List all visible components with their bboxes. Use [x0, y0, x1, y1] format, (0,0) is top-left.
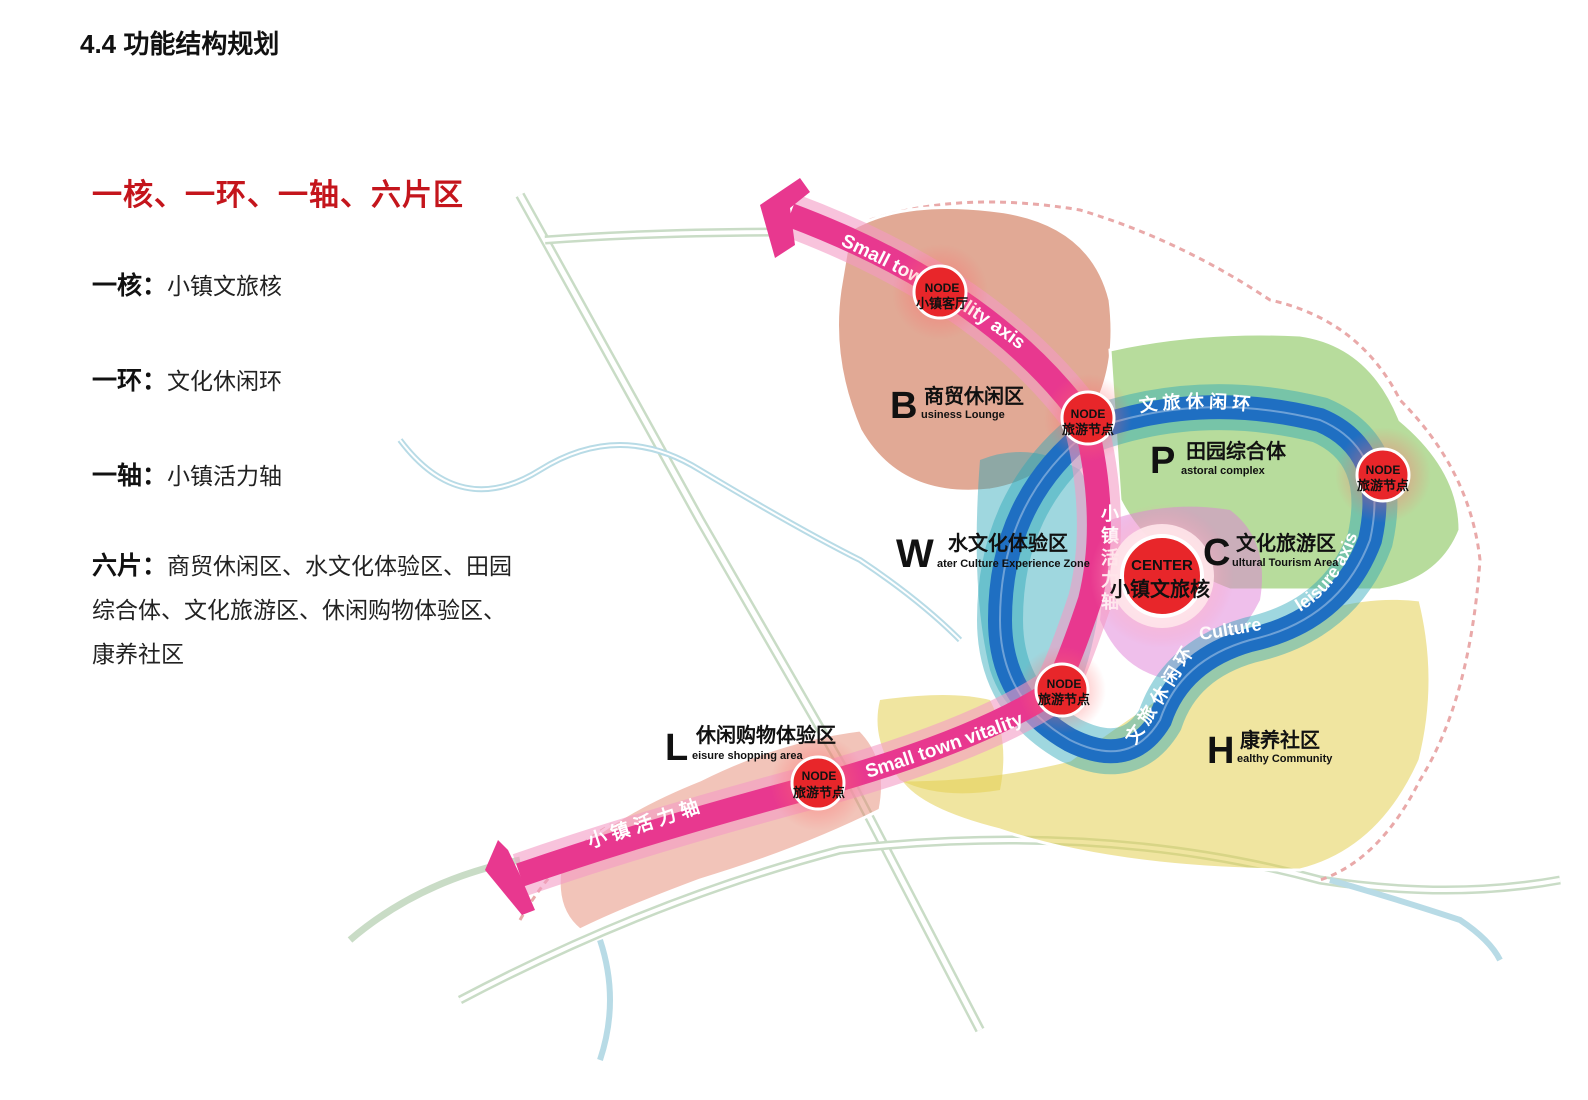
node-label: 旅游节点: [1357, 478, 1409, 493]
zone-name-en: ater Culture Experience Zone: [937, 558, 1090, 570]
leisure-ring: [976, 384, 1398, 775]
legend-panel: 一核、一环、一轴、六片区 一核：小镇文旅核 一环：文化休闲环 一轴：小镇活力轴 …: [92, 170, 522, 676]
zone-labels: B 商贸休闲区 usiness Lounge P 田园综合体 astoral c…: [665, 384, 1339, 772]
zone-name-en: eisure shopping area: [692, 750, 804, 762]
axis-vertical-char: 轴: [1101, 591, 1119, 612]
zone-name-en: usiness Lounge: [921, 409, 1005, 421]
item-term: 六片: [92, 552, 143, 580]
zone-p-label: P 田园综合体 astoral complex: [1150, 439, 1287, 482]
zone-letter: H: [1207, 730, 1234, 772]
ring-label-cn-top: 文 旅 休 闲 环: [1138, 390, 1251, 415]
zone-name: 康养社区: [1240, 728, 1320, 752]
zone-name: 商贸休闲区: [924, 384, 1024, 408]
page-title: 4.4 功能结构规划: [80, 29, 280, 59]
zone-h-label: H 康养社区 ealthy Community: [1207, 728, 1333, 772]
axis-arrow-south-icon: [485, 840, 535, 915]
zone-name: 休闲购物体验区: [695, 723, 836, 747]
center-title: CENTER: [1131, 557, 1193, 574]
node-town-lounge: NODE 小镇客厅: [892, 244, 988, 340]
ring-label-culture: Culture: [1198, 614, 1263, 644]
center-marker: [1120, 534, 1204, 618]
axis-label-en-upper: Small town vitality axis: [838, 231, 1029, 354]
node-label: 旅游节点: [1062, 422, 1114, 437]
zone-name: 水文化体验区: [948, 531, 1068, 555]
axis-label-cn-lower: 小 镇 活 力 轴: [585, 795, 702, 853]
node-title: NODE: [1071, 407, 1106, 421]
structure-headline: 一核、一环、一轴、六片区: [92, 179, 464, 212]
item-ring: 一环：文化休闲环: [92, 367, 283, 395]
node-tourism-south: NODE 旅游节点: [1018, 646, 1106, 734]
node-title: NODE: [1047, 677, 1082, 691]
zone-p-area: [1108, 332, 1462, 592]
item-desc: 小镇活力轴: [167, 463, 283, 489]
zone-h-area: [897, 596, 1432, 872]
vitality-axis: [485, 178, 1121, 915]
axis-vertical-char: 镇: [1101, 525, 1119, 546]
item-term: 一环: [92, 367, 143, 395]
zone-b-area: [836, 206, 1114, 493]
zone-name-en: ealthy Community: [1237, 753, 1333, 765]
zone-letter: C: [1203, 532, 1230, 574]
axis-arrow-north-icon: [760, 178, 810, 258]
node-tourism-west: NODE 旅游节点: [770, 735, 866, 831]
zone-l-area: [557, 728, 884, 932]
node-title: NODE: [925, 281, 960, 295]
zone-letter: W: [896, 532, 934, 576]
zone-areas: [557, 206, 1462, 932]
axis-vertical-char: 力: [1101, 570, 1119, 590]
node-label: 旅游节点: [793, 785, 845, 800]
ring-label-cn-bottom: 文 旅 休 闲 环: [1121, 644, 1197, 747]
map-background: [347, 192, 1561, 1061]
zone-name: 田园综合体: [1186, 439, 1287, 463]
zone-name: 文化旅游区: [1236, 531, 1336, 555]
center-label: 小镇文旅核: [1110, 577, 1210, 601]
node-label: 旅游节点: [1038, 692, 1090, 707]
axis-label-en-lower: Small town vitality: [863, 709, 1026, 783]
item-desc: 小镇文旅核: [167, 273, 283, 299]
ring-band: [987, 395, 1387, 764]
node-label: 小镇客厅: [916, 296, 968, 311]
zone-w-area: [976, 452, 1103, 722]
axis-label-cn-vertical: 小镇活力轴: [1101, 504, 1119, 612]
zone-name-en: ultural Tourism Area: [1232, 557, 1339, 569]
node-tourism-north: NODE 旅游节点: [1044, 374, 1132, 462]
zone-l-label: L 休闲购物体验区 eisure shopping area: [665, 723, 836, 769]
path-labels: Small town vitality axis Small town vita…: [585, 231, 1361, 853]
zone-c-label: C 文化旅游区 ultural Tourism Area: [1203, 531, 1339, 574]
ring-label-leisure: leisure axis: [1291, 530, 1361, 616]
node-tourism-east: NODE 旅游节点: [1335, 427, 1431, 523]
zone-letter: P: [1150, 440, 1175, 482]
axis-vertical-char: 小: [1101, 504, 1119, 524]
item-core: 一核：小镇文旅核: [92, 272, 283, 300]
zone-b-label: B 商贸休闲区 usiness Lounge: [890, 384, 1024, 427]
zone-h-area-west: [877, 695, 1004, 794]
item-desc: 文化休闲环: [167, 368, 283, 394]
zone-name-en: astoral complex: [1181, 465, 1266, 477]
zone-letter: B: [890, 385, 917, 427]
zone-w-label: W 水文化体验区 ater Culture Experience Zone: [896, 531, 1090, 576]
zone-c-area: [1100, 506, 1262, 680]
item-axis: 一轴：小镇活力轴: [92, 462, 283, 490]
item-zones: 六片：商贸休闲区、水文化体验区、田园综合体、文化旅游区、休闲购物体验区、康养社区: [92, 552, 513, 667]
item-term: 一核: [92, 272, 143, 300]
node-title: NODE: [1366, 463, 1401, 477]
item-term: 一轴: [92, 462, 143, 490]
node-title: NODE: [802, 769, 837, 783]
axis-band: [516, 203, 1111, 887]
axis-vertical-char: 活: [1101, 547, 1119, 568]
center-core: CENTER 小镇文旅核: [1090, 504, 1234, 648]
zone-letter: L: [665, 727, 688, 769]
node-markers: NODE 小镇客厅 NODE 旅游节点 NODE 旅游节点 NODE 旅游节点 …: [770, 244, 1431, 831]
